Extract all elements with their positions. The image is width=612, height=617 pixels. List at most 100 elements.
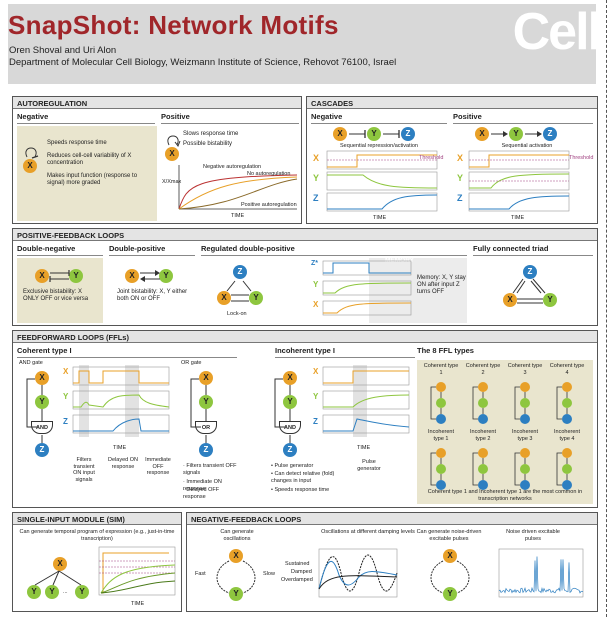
ffl-mini-edges [514, 386, 526, 420]
ffl-mini-node [478, 448, 488, 458]
node-y: Y [69, 269, 83, 283]
inc-z-label: Z [313, 417, 318, 426]
ffl-mini-node [520, 464, 530, 474]
or-note-1: · Filters transient OFF signals [183, 463, 237, 476]
autoreg-positive-heading: Positive [161, 112, 190, 121]
threshold-label: Threshold [419, 155, 444, 161]
dn-shade [17, 258, 103, 323]
autoreg-negative-heading: Negative [17, 112, 49, 121]
ffl-mini-edges [514, 452, 526, 486]
divider [473, 255, 593, 256]
ffl-types-heading: The 8 FFL types [417, 346, 474, 355]
activation-arrows [491, 131, 542, 137]
ffl-mini-node [436, 382, 446, 392]
threshold-label: Threshold [569, 155, 594, 161]
nfl-caption-4: Noise driven excitable pulses [506, 529, 560, 542]
reg-y-label: Y [313, 280, 319, 289]
ffl-mini-node [478, 464, 488, 474]
authors: Oren Shoval and Uri Alon [9, 45, 117, 56]
and-wiring [26, 378, 43, 443]
ffl-mini-node [562, 398, 572, 408]
cascades-negative-heading: Negative [311, 112, 343, 121]
node-z: Z [35, 443, 49, 457]
ffl-mini-node [562, 414, 572, 424]
or-gate: OR [195, 421, 217, 434]
inc-note-1: • Pulse generator [271, 463, 314, 469]
cascade-z-label: Z [313, 193, 319, 203]
nfl-title: NEGATIVE-FEEDBACK LOOPS [187, 513, 597, 525]
pfl-triad-heading: Fully connected triad [473, 244, 549, 253]
and-note-2: Delayed ON response [108, 457, 138, 470]
pos-autoreg-label: Positive autoregulation [241, 202, 297, 208]
autoreg-response-plot [178, 165, 298, 210]
inc-x-label: X [313, 367, 319, 376]
ffl-types-grid [430, 382, 572, 490]
dn-text: Exclusive bistability: X ONLY OFF or vic… [23, 289, 89, 302]
nfl-panel: NEGATIVE-FEEDBACK LOOPS Can generate osc… [186, 512, 598, 612]
node-z: Z [283, 443, 297, 457]
divider [17, 255, 103, 256]
node-x: X [283, 371, 297, 385]
negative-shade [17, 126, 157, 221]
or-note-2: · Immediate ON response [183, 479, 222, 492]
sim-dots: ... [63, 589, 68, 595]
ffl-type-6: Incoherent type 2 [470, 429, 496, 442]
node-x: X [35, 269, 49, 283]
fast-label: Fast [195, 571, 206, 577]
and-note-1: Filters transient ON input signals [73, 457, 95, 483]
neg-point-2: Reduces cell-cell variability of X conce… [47, 153, 132, 166]
node-y: Y [159, 269, 173, 283]
ffl-mini-node [436, 414, 446, 424]
node-x: X [53, 557, 67, 571]
node-x: X [333, 127, 347, 141]
cascade-neg-time: TIME [373, 215, 387, 221]
and-timecourse [72, 365, 170, 437]
nfl-caption-3: Can generate noise-driven excitable puls… [416, 529, 482, 542]
cascade-x-label: X [313, 153, 320, 163]
neg-caption: Sequential repression/activation [340, 143, 418, 149]
dashed-border [606, 0, 607, 617]
ffl-z-label: Z [63, 417, 68, 426]
damping-plot [318, 548, 398, 598]
or-wiring [190, 378, 207, 443]
sim-arrows [34, 570, 82, 586]
self-repression-arc [25, 147, 39, 159]
ffl-mini-node [562, 464, 572, 474]
ffl-type-4: Coherent type 4 [549, 363, 585, 376]
header-banner [8, 4, 596, 84]
ffl-mini-edges [472, 452, 484, 486]
node-x: X [475, 127, 489, 141]
page-title: SnapShot: Network Motifs [8, 10, 339, 40]
dp-text: Joint bistability: X, Y either both ON o… [117, 289, 188, 302]
cascade-z-label: Z [457, 193, 463, 203]
memory-shade [369, 258, 467, 323]
node-y: Y [199, 395, 213, 409]
and-time: TIME [113, 445, 127, 451]
ffl-mini-edges [556, 386, 568, 420]
node-y: Y [27, 585, 41, 599]
ffl-mini-node [436, 480, 446, 490]
cascades-positive-heading: Positive [453, 112, 482, 121]
sim-time: TIME [131, 601, 145, 607]
ffl-type-1: Coherent type 1 [423, 363, 459, 376]
node-y: Y [543, 293, 557, 307]
ffl-type-8: Incoherent type 4 [554, 429, 580, 442]
node-y: Y [35, 395, 49, 409]
ffl-x-label: X [63, 367, 69, 376]
ffl-type-2: Coherent type 2 [465, 363, 501, 376]
autoreg-xlabel: TIME [231, 213, 245, 219]
node-x: X [199, 371, 213, 385]
ffl-type-5: Incoherent type 1 [428, 429, 454, 442]
divider [17, 123, 155, 124]
ffl-mini-node [520, 398, 530, 408]
node-y: Y [283, 395, 297, 409]
neg-autoreg-label: Negative autoregulation [203, 164, 262, 170]
cascades-panel: CASCADES Negative Positive X Y Z Sequent… [306, 96, 598, 224]
node-x: X [217, 291, 231, 305]
ffl-mini-node [520, 480, 530, 490]
node-z: Z [401, 127, 415, 141]
node-y: Y [367, 127, 381, 141]
ffl-mini-node [478, 398, 488, 408]
overdamped-label: Overdamped [281, 577, 313, 583]
ffl-mini-edges [472, 386, 484, 420]
